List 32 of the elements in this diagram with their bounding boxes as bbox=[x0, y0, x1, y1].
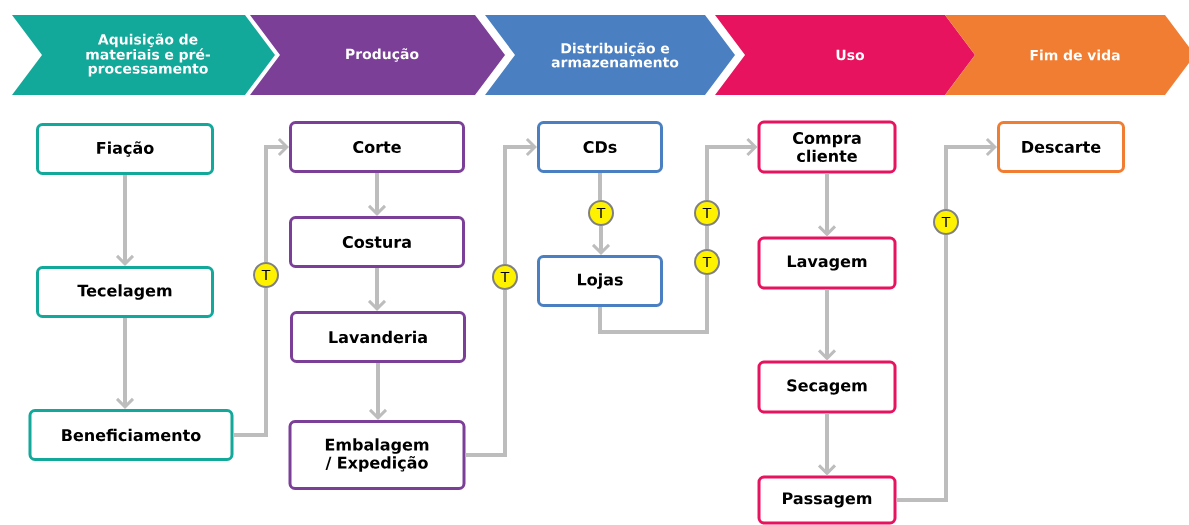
stage-banner: Distribuição e armazenamento bbox=[485, 15, 735, 95]
process-box: Beneficiamento bbox=[28, 409, 234, 461]
process-box: Passagem bbox=[757, 475, 897, 525]
process-box: Costura bbox=[289, 216, 465, 268]
arrow bbox=[817, 289, 837, 361]
arrow bbox=[705, 137, 758, 200]
process-box: Descarte bbox=[997, 121, 1125, 173]
arrow bbox=[115, 318, 135, 409]
process-box: Embalagem / Expedição bbox=[288, 420, 466, 490]
stage-banner: Aquisição de materiais e pré-processamento bbox=[12, 15, 275, 95]
arrow bbox=[367, 173, 387, 216]
arrow bbox=[591, 226, 611, 255]
arrow bbox=[115, 175, 135, 266]
process-box: Lojas bbox=[537, 255, 663, 307]
arrow bbox=[503, 137, 537, 264]
arrow bbox=[368, 363, 388, 420]
arrow bbox=[817, 173, 837, 237]
process-box: Secagem bbox=[757, 360, 897, 414]
arrow bbox=[817, 413, 837, 476]
arrow bbox=[944, 137, 997, 209]
process-box: Tecelagem bbox=[36, 266, 214, 318]
process-box: Corte bbox=[289, 121, 465, 173]
stage-banner: Produção bbox=[250, 15, 505, 95]
stage-banner: Fim de vida bbox=[945, 15, 1189, 95]
process-box: CDs bbox=[537, 121, 663, 173]
arrow bbox=[264, 137, 289, 262]
process-box: Compra cliente bbox=[757, 120, 897, 174]
process-box: Fiação bbox=[36, 123, 214, 175]
process-box: Lavanderia bbox=[290, 311, 466, 363]
arrow bbox=[367, 268, 387, 311]
stage-banner: Uso bbox=[715, 15, 975, 95]
process-box: Lavagem bbox=[757, 236, 897, 290]
